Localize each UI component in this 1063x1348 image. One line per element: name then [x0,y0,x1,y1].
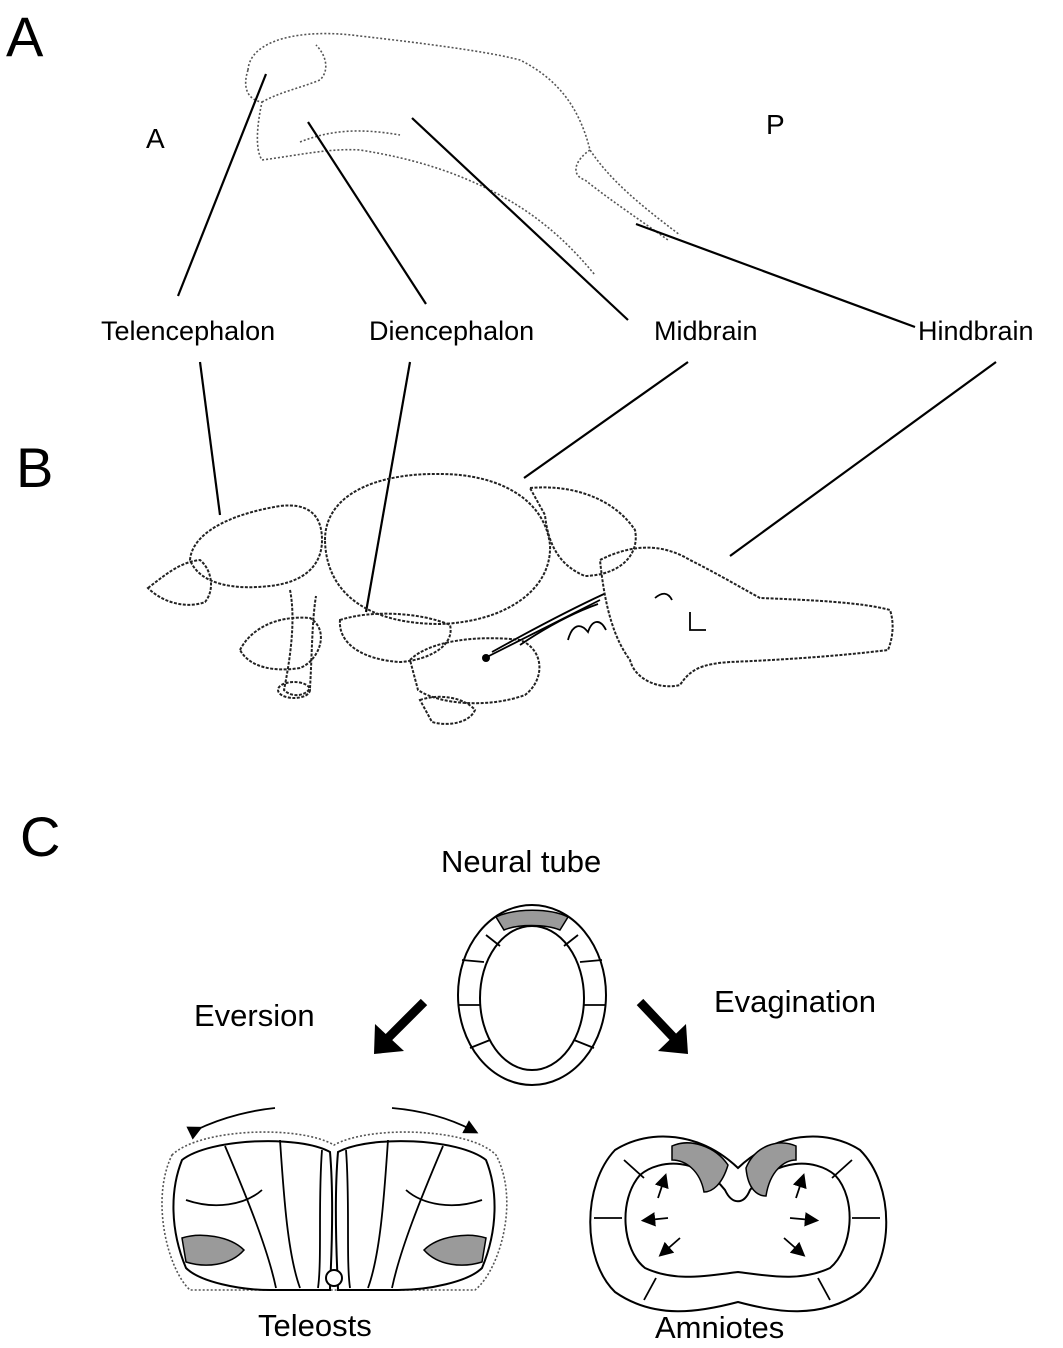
posterior-label: P [766,109,785,140]
leader-hindbrain-a [636,224,915,327]
teleost-brain-diagram [162,1108,507,1290]
teleosts-label: Teleosts [258,1308,372,1343]
region-label-hindbrain: Hindbrain [918,316,1034,346]
leader-diencephalon-b [366,362,410,612]
neural-tube-diagram [458,905,606,1085]
leader-midbrain-b [524,362,688,478]
panel-a: A A P Telencephalon Diencephalon Midbrai… [6,5,1034,346]
leader-diencephalon-a [308,122,426,304]
leader-hindbrain-b [730,362,996,556]
panel-c-letter: C [20,805,60,868]
eversion-arrow [374,1002,424,1054]
amniotes-label: Amniotes [655,1310,784,1345]
embryo-brain-outline [246,34,680,275]
region-label-midbrain: Midbrain [654,316,758,346]
evagination-arrow [640,1002,688,1054]
leader-telencephalon-a [178,74,266,296]
evagination-label: Evagination [714,984,876,1019]
eversion-label: Eversion [194,998,315,1033]
neural-tube-label: Neural tube [441,844,601,879]
amniote-brain-diagram [590,1136,886,1311]
region-label-telencephalon: Telencephalon [101,316,275,346]
adult-brain-outline [148,474,893,724]
panel-c: C Neural tube Eversion Evagination [20,805,886,1345]
anterior-label: A [146,123,165,154]
panel-b-letter: B [16,436,53,499]
region-label-diencephalon: Diencephalon [369,316,534,346]
leader-midbrain-a [412,118,628,320]
panel-a-letter: A [6,5,44,68]
panel-b: B [16,362,996,724]
leader-telencephalon-b [200,362,220,515]
